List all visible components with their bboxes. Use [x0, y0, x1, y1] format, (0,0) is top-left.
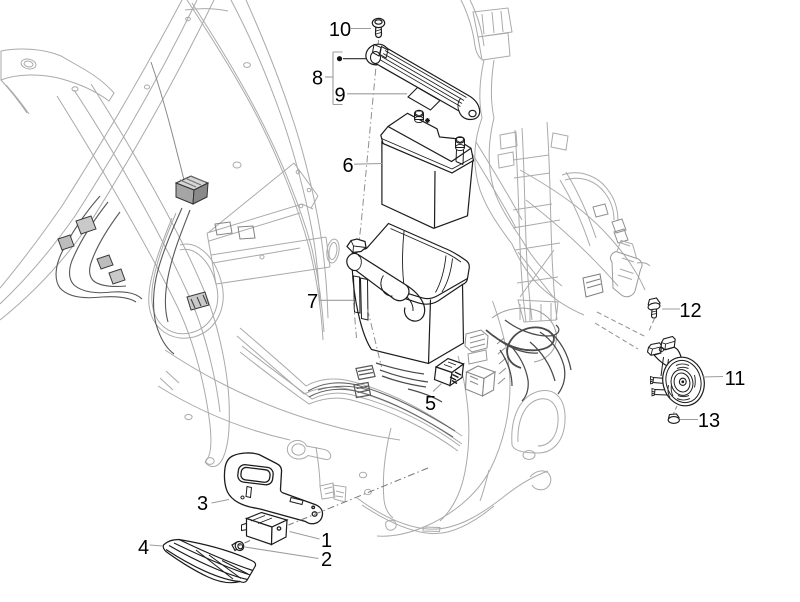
- svg-text:2: 2: [321, 549, 332, 571]
- svg-text:9: 9: [334, 85, 345, 107]
- svg-text:10: 10: [329, 19, 351, 41]
- svg-text:8: 8: [312, 68, 323, 90]
- svg-text:1: 1: [321, 530, 332, 552]
- svg-text:6: 6: [342, 155, 353, 177]
- svg-text:11: 11: [725, 368, 746, 390]
- svg-text:7: 7: [307, 291, 318, 313]
- svg-text:5: 5: [425, 393, 436, 415]
- svg-text:13: 13: [698, 410, 720, 432]
- svg-text:4: 4: [138, 537, 149, 559]
- svg-text:12: 12: [679, 300, 701, 322]
- svg-text:3: 3: [197, 493, 208, 515]
